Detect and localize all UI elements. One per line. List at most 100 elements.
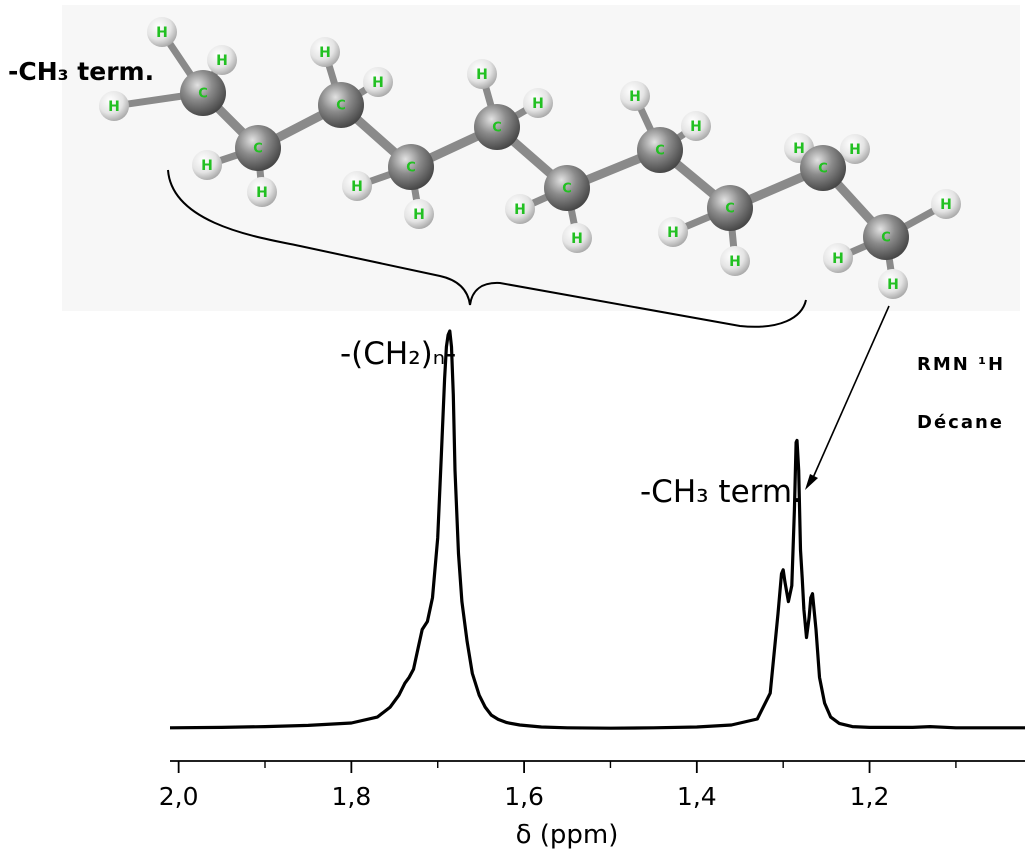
hydrogen-atom: H — [363, 67, 393, 97]
hydrogen-atom-sphere — [247, 177, 277, 207]
carbon-atom-sphere — [637, 127, 683, 173]
hydrogen-atom: H — [247, 177, 277, 207]
hydrogen-atom: H — [467, 59, 497, 89]
carbon-atom-sphere — [544, 165, 590, 211]
carbon-atom-symbol: C — [818, 162, 828, 177]
hydrogen-atom-symbol: H — [793, 141, 805, 157]
hydrogen-atom-symbol: H — [514, 202, 526, 218]
hydrogen-atom-sphere — [467, 59, 497, 89]
hydrogen-atom: H — [931, 189, 961, 219]
hydrogen-atom: H — [878, 269, 908, 299]
carbon-atom-symbol: C — [336, 99, 346, 114]
ch3-peak-label: -CH₃ term. — [640, 474, 802, 510]
hydrogen-atom: H — [404, 199, 434, 229]
hydrogen-atom-symbol: H — [532, 96, 544, 112]
carbon-atom: C — [474, 104, 520, 150]
hydrogen-atom-symbol: H — [571, 231, 583, 247]
hydrogen-atom-sphere — [310, 37, 340, 67]
carbon-atom: C — [388, 144, 434, 190]
carbon-atom-symbol: C — [253, 142, 263, 157]
hydrogen-atom: H — [720, 246, 750, 276]
hydrogen-atom: H — [620, 81, 650, 111]
hydrogen-atom: H — [681, 111, 711, 141]
hydrogen-atom: H — [99, 91, 129, 121]
ch3-arrow-line — [811, 305, 890, 481]
carbon-atom-symbol: C — [198, 87, 208, 102]
hydrogen-atom-sphere — [562, 223, 592, 253]
hydrogen-atom-symbol: H — [319, 45, 331, 61]
hydrogen-atom: H — [562, 223, 592, 253]
carbon-atom-sphere — [318, 82, 364, 128]
hydrogen-atom: H — [207, 45, 237, 75]
hydrogen-atom-sphere — [207, 45, 237, 75]
hydrogen-atom-symbol: H — [156, 25, 168, 41]
carbon-atom: C — [235, 125, 281, 171]
carbon-atom-symbol: C — [881, 231, 891, 246]
hydrogen-atom-symbol: H — [667, 225, 679, 241]
hydrogen-atom-sphere — [404, 199, 434, 229]
hydrogen-atom: H — [310, 37, 340, 67]
x-axis-label: δ (ppm) — [516, 820, 619, 850]
hydrogen-atom-symbol: H — [629, 89, 641, 105]
hydrogen-atom-symbol: H — [887, 277, 899, 293]
hydrogen-atom: H — [192, 150, 222, 180]
hydrogen-atom-symbol: H — [201, 158, 213, 174]
ch2-brace — [167, 169, 807, 328]
x-tick-label: 1,4 — [677, 782, 717, 811]
hydrogen-atom: H — [840, 134, 870, 164]
carbon-atom-sphere — [388, 144, 434, 190]
carbon-atom: C — [707, 185, 753, 231]
hydrogen-atom-sphere — [192, 150, 222, 180]
hydrogen-atom-sphere — [823, 243, 853, 273]
hydrogen-atom-sphere — [931, 189, 961, 219]
method-label: RMN ¹H — [917, 354, 1005, 375]
hydrogen-atom-sphere — [505, 194, 535, 224]
compound-label: Décane — [917, 412, 1004, 433]
hydrogen-atom-sphere — [840, 134, 870, 164]
carbon-atom-symbol: C — [406, 161, 416, 176]
hydrogen-atom-symbol: H — [256, 185, 268, 201]
hydrogen-atom-sphere — [99, 91, 129, 121]
hydrogen-atom-symbol: H — [849, 142, 861, 158]
hydrogen-atom: H — [658, 217, 688, 247]
hydrogen-atom-sphere — [658, 217, 688, 247]
spectrum-line — [169, 329, 1025, 730]
carbon-atom-symbol: C — [725, 202, 735, 217]
hydrogen-atom-symbol: H — [832, 251, 844, 267]
hydrogen-atom: H — [147, 17, 177, 47]
hydrogen-atom: H — [523, 88, 553, 118]
hydrogen-atom-symbol: H — [108, 99, 120, 115]
carbon-atom-sphere — [235, 125, 281, 171]
carbon-atom: C — [637, 127, 683, 173]
hydrogen-atom-sphere — [342, 171, 372, 201]
ch3-arrow-head — [805, 474, 818, 490]
hydrogen-atom-sphere — [720, 246, 750, 276]
hydrogen-atom-symbol: H — [413, 207, 425, 223]
carbon-atom: C — [544, 165, 590, 211]
hydrogen-atom: H — [505, 194, 535, 224]
hydrogen-atom-symbol: H — [690, 119, 702, 135]
carbon-atom: C — [318, 82, 364, 128]
hydrogen-atom-sphere — [681, 111, 711, 141]
molecule-ch3-label: -CH₃ term. — [8, 57, 154, 86]
carbon-atom: C — [180, 70, 226, 116]
hydrogen-atom-sphere — [523, 88, 553, 118]
hydrogen-atom-symbol: H — [216, 53, 228, 69]
hydrogen-atom-sphere — [878, 269, 908, 299]
carbon-atom-sphere — [180, 70, 226, 116]
hydrogen-atom-symbol: H — [372, 75, 384, 91]
hydrogen-atom: H — [823, 243, 853, 273]
hydrogen-atom-symbol: H — [940, 197, 952, 213]
hydrogen-atom-sphere — [620, 81, 650, 111]
hydrogen-atom-sphere — [147, 17, 177, 47]
hydrogen-atom-symbol: H — [351, 179, 363, 195]
x-tick-label: 1,2 — [850, 782, 890, 811]
carbon-atom-sphere — [800, 145, 846, 191]
carbon-atom-symbol: C — [492, 121, 502, 136]
x-tick-label: 1,6 — [504, 782, 544, 811]
hydrogen-atom-sphere — [363, 67, 393, 97]
